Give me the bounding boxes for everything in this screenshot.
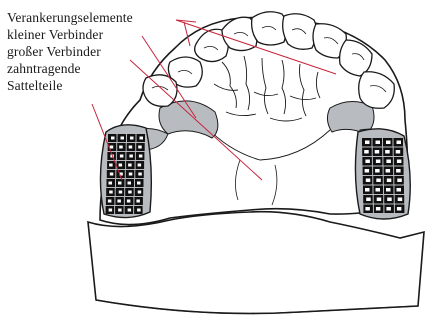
label-sattelteile: Sattelteile: [7, 78, 62, 94]
model-base: [88, 212, 424, 314]
retention-slot: [109, 182, 113, 185]
label-grosser-verbinder: großer Verbinder: [7, 44, 101, 60]
retention-slot: [365, 188, 370, 192]
retention-slot: [137, 209, 141, 212]
retention-slot: [136, 200, 140, 203]
retention-slot: [129, 155, 133, 158]
retention-slot: [110, 146, 114, 149]
retention-slot: [364, 150, 369, 154]
retention-slot: [138, 164, 142, 167]
label-kleiner-verbinder: kleiner Verbinder: [7, 27, 103, 43]
retention-slot: [138, 191, 142, 194]
retention-slot: [397, 160, 402, 164]
retention-slot: [366, 198, 371, 202]
retention-slot: [375, 169, 380, 173]
retention-slot: [397, 207, 402, 211]
retention-slot: [386, 160, 391, 164]
retention-slot: [397, 188, 402, 192]
label-zahntragende: zahntragende: [7, 61, 81, 77]
tooth: [283, 14, 317, 50]
retention-slot: [375, 150, 380, 154]
retention-slot: [109, 191, 113, 194]
retention-slot: [121, 137, 125, 140]
retention-slot: [376, 188, 381, 192]
retention-slot: [119, 191, 123, 194]
retention-slot: [140, 137, 144, 140]
retention-slot: [108, 200, 112, 203]
retention-slot: [387, 198, 392, 202]
retention-slot: [109, 164, 113, 167]
retention-slot: [365, 141, 370, 145]
retention-slot: [386, 188, 391, 192]
retention-slot: [366, 179, 371, 183]
tooth: [143, 75, 177, 107]
retention-slot: [138, 146, 142, 149]
right-saddle: [355, 129, 410, 219]
retention-slot: [365, 207, 370, 211]
retention-slot: [385, 150, 390, 154]
retention-slot: [365, 160, 370, 164]
retention-slot: [139, 155, 143, 158]
retention-slot: [386, 207, 391, 211]
retention-slot: [365, 169, 370, 173]
retention-slot: [138, 173, 142, 176]
retention-slot: [129, 173, 133, 176]
retention-slot: [128, 182, 132, 185]
retention-slot: [397, 141, 402, 145]
retention-slot: [396, 150, 401, 154]
retention-slot: [398, 198, 403, 202]
retention-slot: [110, 173, 114, 176]
label-verankerungselemente: Verankerungselemente: [7, 10, 133, 26]
retention-slot: [118, 182, 122, 185]
retention-slot: [376, 141, 381, 145]
retention-slot: [119, 146, 123, 149]
retention-slot: [137, 182, 141, 185]
retention-slot: [130, 137, 134, 140]
retention-slot: [377, 198, 382, 202]
retention-slot: [386, 141, 391, 145]
retention-slot: [119, 164, 123, 167]
retention-slot: [109, 209, 113, 212]
retention-slot: [111, 137, 115, 140]
retention-slot: [120, 155, 124, 158]
retention-slot: [128, 209, 132, 212]
retention-slot: [129, 146, 133, 149]
left-saddle: [100, 125, 151, 218]
retention-slot: [376, 207, 381, 211]
retention-slot: [386, 169, 391, 173]
retention-slot: [387, 179, 392, 183]
retention-slot: [376, 160, 381, 164]
retention-slot: [396, 169, 401, 173]
tooth: [252, 12, 287, 45]
retention-slot: [128, 164, 132, 167]
retention-slot: [397, 179, 402, 183]
retention-slot: [117, 200, 121, 203]
retention-slot: [128, 191, 132, 194]
retention-slot: [118, 209, 122, 212]
retention-slot: [376, 179, 381, 183]
retention-slot: [127, 200, 130, 203]
